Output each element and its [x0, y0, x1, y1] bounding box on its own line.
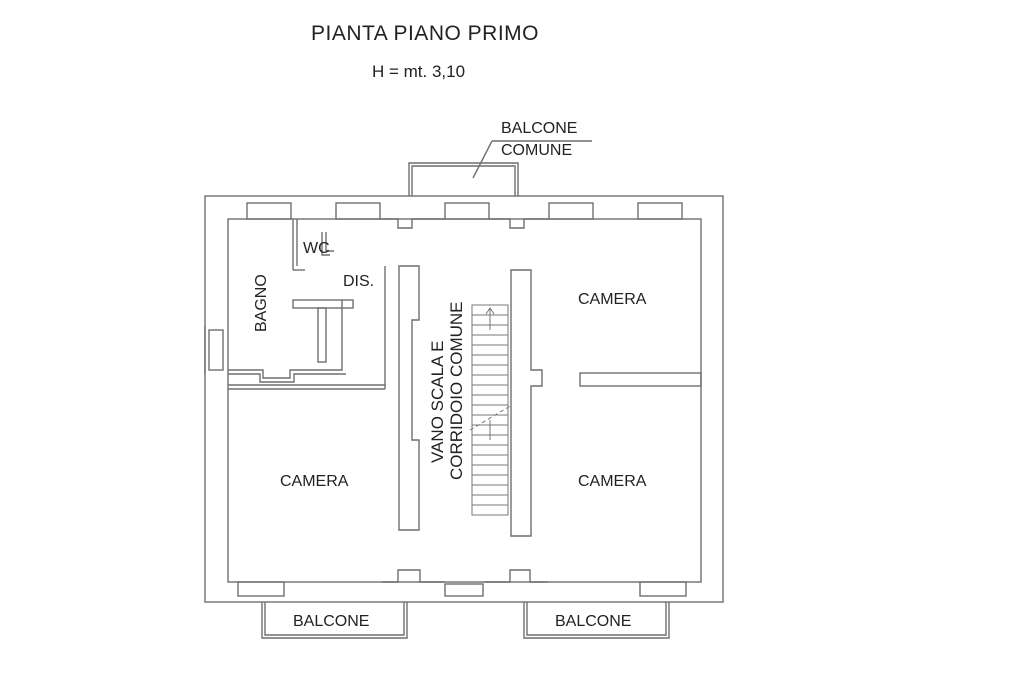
label-bagno: BAGNO: [253, 274, 270, 332]
window-left-side: [208, 329, 224, 371]
partition-post: [317, 307, 327, 363]
partition-beam: [292, 299, 354, 309]
camera-partition-right: [579, 372, 702, 387]
window-bottom-1: [237, 581, 285, 597]
stair-steps: [472, 314, 508, 506]
staircase: [469, 304, 513, 516]
label-balcone-comune-2: COMUNE: [501, 142, 572, 159]
label-wc: WC: [303, 240, 330, 257]
label-balcone-right: BALCONE: [555, 613, 631, 630]
label-vano-scala-2: CORRIDOIO COMUNE: [447, 302, 466, 481]
balcone-right-outline: [523, 602, 670, 639]
window-top-1: [246, 202, 292, 220]
label-camera-bottom-left: CAMERA: [280, 473, 349, 490]
window-bottom-2: [444, 583, 484, 597]
walls: [204, 140, 724, 639]
window-top-5: [637, 202, 683, 220]
window-top-2: [335, 202, 381, 220]
balcone-comune-outline: [408, 162, 519, 196]
corridor-wall-left: [398, 265, 420, 531]
label-camera-bottom-right: CAMERA: [578, 473, 647, 490]
bagno-wall: [228, 300, 343, 379]
label-balcone-comune-1: BALCONE: [501, 120, 577, 137]
label-vano-scala-1: VANO SCALA E: [428, 340, 447, 463]
ceiling-height-note: H = mt. 3,10: [372, 62, 466, 81]
label-camera-top-right: CAMERA: [578, 291, 647, 308]
plan-title: PIANTA PIANO PRIMO: [311, 22, 539, 45]
window-top-4: [548, 202, 594, 220]
outer-wall: [204, 195, 724, 603]
label-dis: DIS.: [343, 273, 374, 290]
stair-cut-line: [469, 404, 513, 431]
corridor-wall-right: [510, 269, 543, 537]
balcone-left-outline: [261, 602, 408, 639]
window-bottom-3: [639, 581, 687, 597]
stair-outline: [471, 304, 509, 516]
balcone-comune-leader: [472, 140, 493, 179]
window-top-3: [444, 202, 490, 220]
label-balcone-left: BALCONE: [293, 613, 369, 630]
